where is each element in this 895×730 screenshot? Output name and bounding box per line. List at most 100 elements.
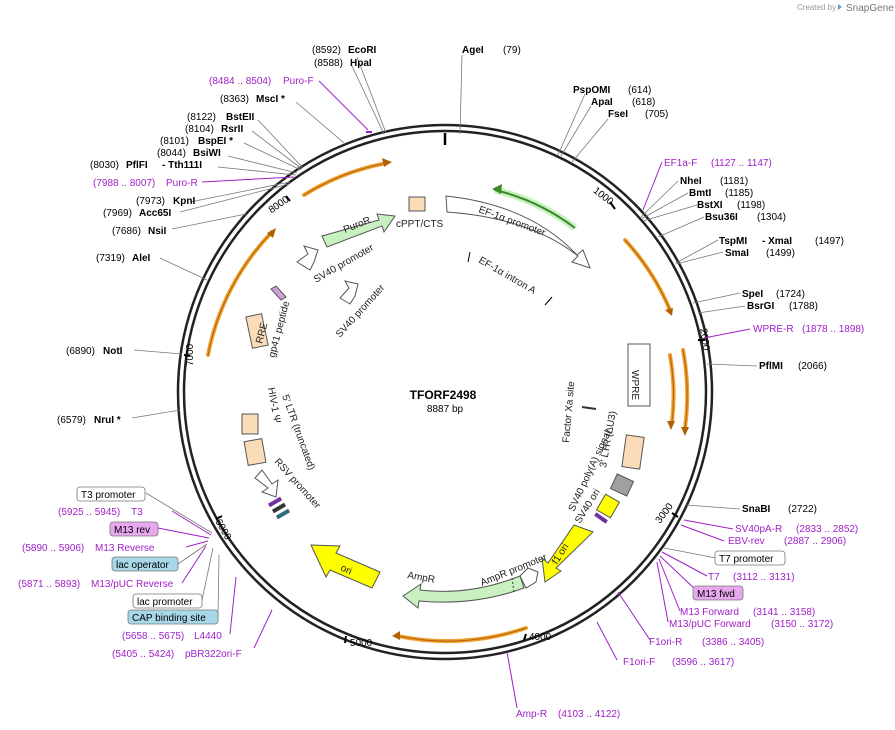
orf-arc-4-core: [669, 354, 675, 423]
enzyme-leader-lines: [131, 54, 758, 510]
smai-name: SmaI: [725, 248, 749, 259]
leader-acc65i: [179, 183, 290, 213]
agei-pos: (79): [503, 45, 521, 56]
ltr5-box-2: [243, 438, 267, 466]
m13puc-forward-range: (3150 .. 3172): [771, 619, 833, 630]
leader-f1ori-f: [596, 621, 618, 661]
bsiwi-pos: (8044): [157, 148, 186, 159]
sv40-promoter-label-1: SV40 promoter: [312, 242, 376, 285]
m13puc-reverse-range: (5871 .. 5893): [18, 579, 80, 590]
orange-arcs: [206, 162, 690, 644]
leader-bstxi: [642, 204, 698, 222]
tick-mark-4000: [523, 633, 527, 641]
bsiwi-name: BsiWI: [193, 148, 221, 159]
ef1a-intron-mark-1: [467, 251, 471, 263]
hpai-pos: (8588): [314, 58, 343, 69]
wpre-label: WPRE: [629, 370, 640, 400]
agei-name: AgeI: [462, 45, 484, 56]
plasmid-size: 8887 bp: [427, 404, 464, 415]
hiv-psi-label: HIV-1 Ψ: [265, 387, 282, 425]
t7-promoter-box: [714, 550, 786, 566]
backbone-inner: [182, 129, 708, 655]
leader-m13puc-forward: [656, 561, 669, 623]
alei-name: AleI: [132, 253, 151, 264]
leader-m13rev-box: [157, 527, 210, 539]
leader-tspmi: [675, 239, 719, 264]
cap-binding-box: [127, 609, 219, 625]
puro-f-range: (8484 .. 8504): [209, 76, 271, 87]
nrui-pos: (6579): [57, 415, 86, 426]
bsu36i-pos: (1304): [757, 212, 786, 223]
m13puc-forward-name: M13/pUC Forward: [669, 619, 751, 630]
m13-forward-range: (3141 .. 3158): [753, 607, 815, 618]
leader-ebv-rev: [680, 524, 725, 542]
puro-r-range: (7988 .. 8007): [93, 178, 155, 189]
ampr-promoter-arrow: [519, 567, 539, 589]
bsrgi-name: BsrGI: [747, 301, 774, 312]
msci-name: MscI *: [256, 94, 285, 105]
leader-m13puc-reverse: [181, 545, 207, 584]
leader-wpre-r: [703, 328, 751, 339]
leader-t3: [171, 510, 212, 536]
wpre-r-name: WPRE-R: [753, 324, 794, 335]
rre-box: [245, 313, 269, 349]
f1-ori-arrow: [541, 524, 594, 583]
ef1a-f-range: (1127 .. 1147): [711, 158, 772, 169]
spei-pos: (1724): [776, 289, 805, 300]
leader-nhei: [639, 180, 679, 219]
leader-bsteii: [257, 119, 304, 169]
msci-pos: (8363): [220, 94, 249, 105]
l4440-name: L4440: [194, 631, 222, 642]
ef1a-f-name: EF1a-F: [664, 158, 697, 169]
m13-forward-name: M13 Forward: [680, 607, 739, 618]
created-by-label: Created by: [797, 3, 836, 12]
nsii-pos: (7686): [112, 226, 141, 237]
bstxi-name: BstXI: [697, 200, 723, 211]
f1ori-r-name: F1ori-R: [649, 637, 682, 648]
pbr322ori-f-name: pBR322ori-F: [185, 649, 242, 660]
rre-label: RRE: [254, 321, 270, 345]
nsii-name: NsiI: [148, 226, 167, 237]
snabi-pos: (2722): [788, 504, 817, 515]
primer-labels: (8484 .. 8504) Puro-F (7988 .. 8007) Pur…: [18, 76, 864, 720]
fsei-name: FseI: [608, 109, 628, 120]
leader-ecori: [356, 56, 387, 134]
t3-name: T3: [131, 507, 143, 518]
leader-lacop-box: [177, 543, 208, 565]
leader-m13-reverse: [185, 540, 209, 548]
ef1a-primer-arc-core: [494, 189, 576, 229]
sv40-promoter-arrow-2: [339, 280, 359, 305]
factor-xa-label: Factor Xa site: [561, 380, 577, 443]
snabi-name: SnaBI: [742, 504, 771, 515]
orf-arc-3-core: [624, 239, 671, 311]
bspei-pos: (8101): [160, 136, 189, 147]
bsteii-pos: (8122): [187, 112, 216, 123]
apai-pos: (618): [632, 97, 655, 108]
pbr322ori-f-range: (5405 .. 5424): [112, 649, 174, 660]
ecori-name: EcoRI: [348, 45, 377, 56]
puro-f-name: Puro-F: [283, 76, 314, 87]
pflfi-name: PflFI: [126, 160, 148, 171]
kpni-pos: (7973): [136, 196, 165, 207]
bsteii-name: BstEII: [226, 112, 255, 123]
rsv-mark-3: [275, 508, 291, 520]
tick-mark-1000: [609, 201, 616, 210]
spei-name: SpeI: [742, 289, 763, 300]
rsv-mark-1: [267, 496, 283, 508]
ampr-label: AmpR: [406, 570, 435, 586]
lac-operator-label: lac operator: [116, 560, 169, 571]
leader-noti: [133, 349, 183, 355]
m13-reverse-name: M13 Reverse: [95, 543, 155, 554]
t7-name: T7: [708, 572, 720, 583]
orf-arc-6-core: [397, 627, 527, 642]
leader-t7: [661, 551, 708, 577]
amp-r-range: (4103 .. 4122): [558, 709, 620, 720]
leader-pspomi: [557, 93, 586, 156]
leader-puro-r: [201, 176, 295, 183]
fsei-pos: (705): [645, 109, 668, 120]
leader-sv40pa-r: [683, 519, 734, 530]
ltr5-label: 5' LTR (truncated): [279, 393, 317, 471]
pflmi-name: PflMI: [759, 361, 783, 372]
ef1a-intron-mark-2: [544, 296, 553, 306]
